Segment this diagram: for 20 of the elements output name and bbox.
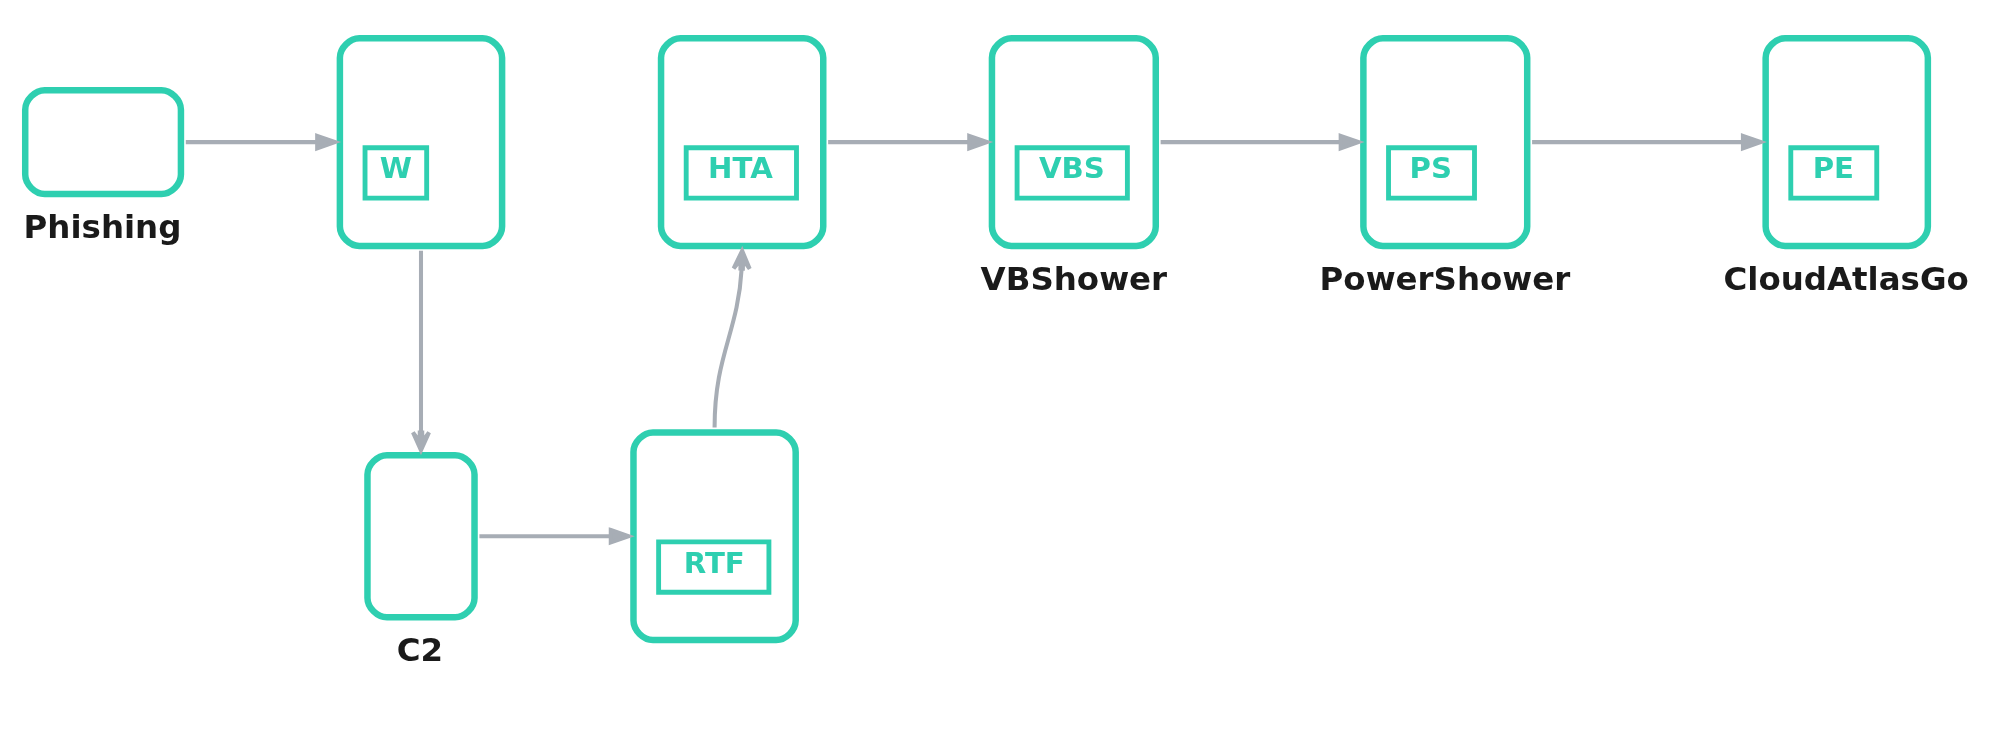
node-box: HTA bbox=[657, 34, 826, 249]
node-label: Phishing bbox=[23, 207, 181, 246]
arrow bbox=[410, 250, 431, 452]
arrow bbox=[185, 132, 341, 151]
node-label: PowerShower bbox=[1319, 259, 1570, 298]
node-box bbox=[21, 86, 184, 197]
node-label: C2 bbox=[396, 630, 443, 669]
node-box: W bbox=[336, 34, 505, 249]
node-label: VBShower bbox=[980, 259, 1167, 298]
arrow bbox=[478, 526, 635, 545]
arrow bbox=[1160, 132, 1365, 151]
arrow bbox=[827, 132, 993, 151]
node-box bbox=[363, 451, 478, 621]
node-box: VBS bbox=[988, 34, 1159, 249]
arrow bbox=[712, 248, 752, 428]
node-box: PS bbox=[1359, 34, 1530, 249]
node-box: PE bbox=[1761, 34, 1931, 249]
node-label: CloudAtlasGo bbox=[1722, 259, 1969, 298]
node-box: RTF bbox=[629, 428, 799, 643]
arrow bbox=[1531, 132, 1767, 151]
